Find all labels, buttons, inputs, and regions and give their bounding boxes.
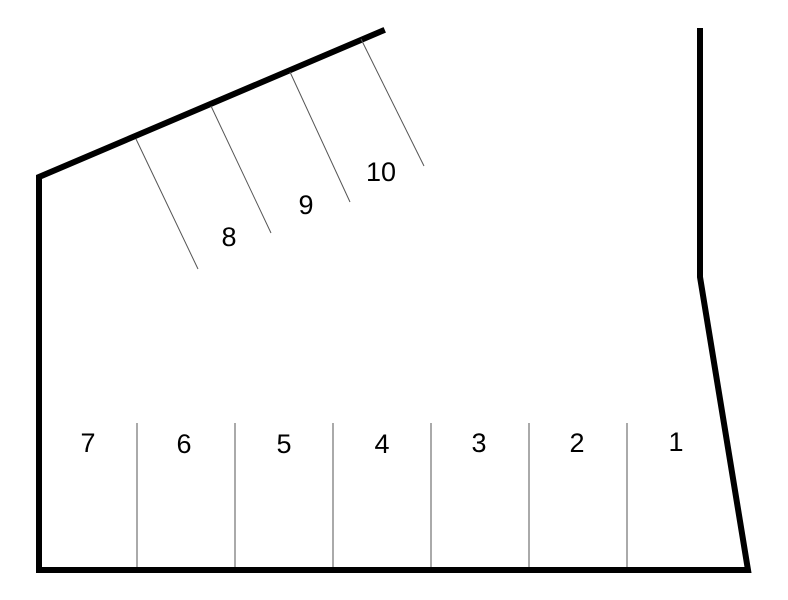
space-number-7: 7 [80,428,95,458]
space-number-2: 2 [569,428,584,458]
space-number-6: 6 [176,429,191,459]
space-number-10: 10 [366,157,396,187]
space-number-9: 9 [298,190,313,220]
space-divider [135,138,199,270]
space-number-5: 5 [276,429,291,459]
space-number-1: 1 [668,427,683,457]
space-number-8: 8 [221,222,236,252]
space-divider [289,71,351,203]
space-number-3: 3 [471,428,486,458]
space-divider [360,38,425,167]
lot-boundary-wall [36,27,752,573]
space-number-4: 4 [374,429,389,459]
space-divider [210,105,272,234]
